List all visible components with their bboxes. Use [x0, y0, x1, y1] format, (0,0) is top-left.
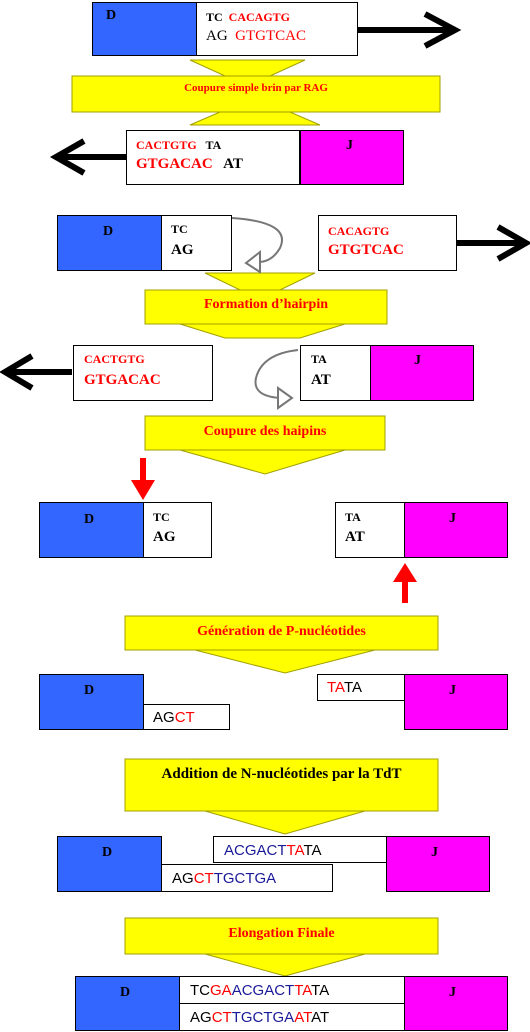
seq-row5-d-bottom: AG	[153, 529, 176, 545]
rss-box-row3	[318, 215, 457, 271]
seq-row5-j-bottom: AT	[345, 529, 365, 545]
arrow-left-row2	[49, 138, 126, 176]
d-end-box-row3	[161, 215, 232, 271]
seq-row4-j-bottom: AT	[311, 372, 331, 388]
junction-box-row2	[126, 130, 300, 185]
d-label: D	[84, 512, 95, 527]
j-strand-box-row7	[213, 836, 387, 863]
step4-banner	[124, 615, 439, 674]
j-label: J	[414, 353, 421, 368]
step6-banner	[124, 917, 439, 977]
seq-row8-bottom: AGCTTGCTGAATAT	[190, 1009, 330, 1026]
d-label: D	[106, 8, 117, 23]
seq-row1-top: TC CACAGTG	[206, 10, 291, 24]
hairpin-loop-j	[254, 349, 299, 410]
rss-box-row4	[73, 345, 213, 401]
seq-row5-j-top: TA	[345, 510, 361, 524]
d-label: D	[102, 845, 113, 860]
step2-banner	[144, 272, 388, 339]
j-end-box-row5	[335, 502, 405, 558]
d-label: D	[103, 224, 114, 239]
d-label: D	[120, 985, 131, 1000]
seq-row1-bottom: AG GTGTCAC	[206, 28, 307, 44]
hairpin-loop-d	[231, 217, 283, 274]
cut-arrow-up	[393, 563, 417, 603]
step3-label: Coupure des haipins	[203, 424, 327, 439]
d-segment-row6	[39, 674, 144, 730]
d-strand-box-row7	[161, 864, 333, 892]
seq-row8-top: TCGAACGACTTATA	[190, 982, 330, 999]
j-segment-row6	[404, 674, 508, 730]
seq-row4-rss-top: CACTGTG	[84, 352, 145, 366]
j-segment-row7	[386, 836, 490, 892]
seq-row7-bottom: AGCTTGCTGA	[172, 870, 277, 887]
j-segment-row8	[404, 976, 508, 1031]
seq-row3-rss-top: CACAGTG	[328, 224, 390, 238]
seq-row2-top: CACTGTG TA	[136, 138, 222, 152]
d-p-nucleotide-box	[143, 704, 230, 730]
seq-row5-d-top: TC	[153, 510, 170, 524]
j-p-nucleotide-box	[317, 674, 405, 701]
j-end-box-row4	[300, 345, 371, 401]
j-segment-row2	[300, 130, 404, 185]
seq-row7-top: ACGACTTATA	[224, 842, 322, 859]
seq-row3-d-top: TC	[171, 222, 188, 236]
d-segment-row5	[39, 502, 144, 558]
arrow-right-row3	[457, 224, 530, 262]
seq-row3-d-bottom: AG	[171, 242, 194, 258]
d-segment-row7	[57, 836, 162, 892]
d-label: D	[84, 683, 95, 698]
arrow-right-row1	[358, 11, 462, 49]
j-label: J	[431, 845, 438, 860]
step6-label: Elongation Finale	[228, 926, 335, 941]
junction-box-row1	[196, 2, 358, 56]
seq-row3-rss-bottom: GTGTCAC	[328, 242, 404, 258]
seq-row6-j: TATA	[327, 679, 363, 696]
arrow-left-row4	[0, 353, 72, 391]
j-label: J	[449, 985, 456, 1000]
step1-banner	[71, 59, 441, 126]
d-segment-row3	[57, 215, 162, 271]
seq-row6-d: AGCT	[153, 709, 195, 726]
j-segment-row5	[404, 502, 508, 558]
j-label: J	[449, 683, 456, 698]
seq-row4-rss-bottom: GTGACAC	[84, 372, 161, 388]
seq-row2-bottom: GTGACAC AT	[136, 156, 243, 172]
cut-arrow-down	[131, 458, 155, 500]
step4-label: Génération de P-nucléotides	[197, 624, 366, 639]
seq-row4-j-top: TA	[311, 352, 327, 366]
step5-banner	[124, 758, 439, 835]
j-label: J	[346, 138, 353, 153]
j-segment-row4	[370, 345, 474, 401]
step5-label: Addition de N-nucléotides par la TdT	[161, 766, 402, 782]
d-end-box-row5	[143, 502, 212, 558]
step2-label: Formation d’hairpin	[203, 297, 329, 312]
step3-banner	[144, 415, 386, 475]
step1-label: Coupure simple brin par RAG	[184, 82, 328, 94]
j-label: J	[449, 511, 456, 526]
